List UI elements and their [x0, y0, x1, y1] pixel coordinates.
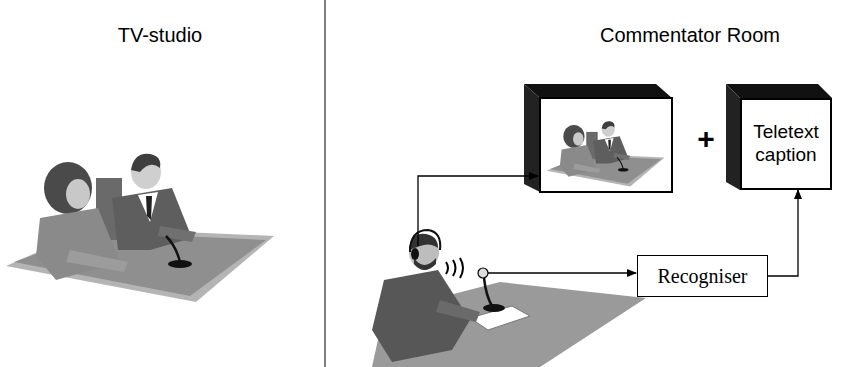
sound-wave — [453, 260, 456, 276]
commentator-mic — [478, 268, 488, 278]
headset-earpiece — [411, 248, 419, 260]
monitor-scene-copy — [547, 121, 665, 186]
sound-wave — [446, 262, 448, 274]
node-text: Recogniser — [658, 265, 748, 288]
mic-base — [483, 304, 505, 312]
teletext-monitor-top — [726, 84, 832, 98]
teletext-monitor-side — [726, 84, 740, 190]
area-heading: TV-studio — [60, 24, 260, 47]
signal-arrow — [768, 190, 798, 276]
area-heading: Commentator Room — [585, 24, 795, 47]
monitor-scene — [547, 121, 665, 186]
monitor-screen — [540, 98, 672, 192]
node-text-group: Teletext caption — [744, 121, 828, 167]
node-text: Teletext caption — [744, 121, 828, 167]
divider-line — [325, 0, 326, 367]
mic-stem — [484, 278, 492, 306]
recogniser-box: Recogniser — [637, 255, 768, 297]
node-text-group: Recogniser — [658, 265, 748, 288]
monitor-top — [524, 84, 672, 98]
video-feed-arrow — [418, 176, 538, 246]
commentator-arm — [436, 300, 480, 322]
commentator-beard — [414, 258, 436, 270]
sound-wave — [460, 258, 463, 278]
studio-scene — [6, 154, 274, 302]
mic-signal-arrow — [488, 272, 636, 273]
teletext-monitor: Teletext caption — [740, 98, 832, 190]
plus-sign: + — [690, 122, 722, 157]
